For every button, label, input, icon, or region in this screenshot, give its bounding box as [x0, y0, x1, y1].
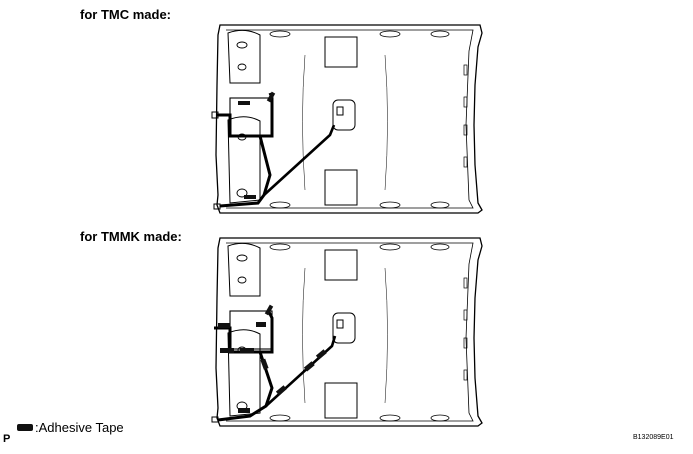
wire-harness-tmc [216, 92, 274, 138]
tape-mark [260, 358, 269, 370]
corner-mark: P [3, 433, 11, 445]
tape-mark [315, 349, 327, 360]
tape-mark [266, 91, 276, 103]
adhesive-tape-swatch [17, 424, 33, 431]
tape-mark [220, 348, 234, 353]
tape-mark [218, 323, 230, 328]
legend-label: :Adhesive Tape [35, 420, 124, 435]
connector [213, 203, 221, 210]
connector [211, 416, 219, 423]
connector [211, 111, 219, 119]
wire-harness-tmc-diagonal [263, 124, 336, 196]
wire-harness-tmmk [214, 309, 274, 354]
headliner-tmmk [211, 237, 483, 427]
tape-mark [238, 101, 250, 105]
caption-tmc: for TMC made: [80, 7, 171, 22]
headliner-tmc [211, 24, 483, 214]
tape-mark [240, 348, 254, 353]
wire-harness-tmmk-diagonal [265, 335, 337, 407]
tape-mark [244, 195, 256, 199]
caption-tmmk: for TMMK made: [80, 229, 182, 244]
tape-mark [264, 304, 274, 316]
tape-mark [303, 361, 315, 372]
tape-mark [256, 322, 266, 327]
tape-mark [238, 408, 250, 413]
legend: :Adhesive Tape [17, 420, 124, 435]
tape-mark [275, 385, 287, 396]
figure-code: B132089E01 [633, 434, 674, 441]
